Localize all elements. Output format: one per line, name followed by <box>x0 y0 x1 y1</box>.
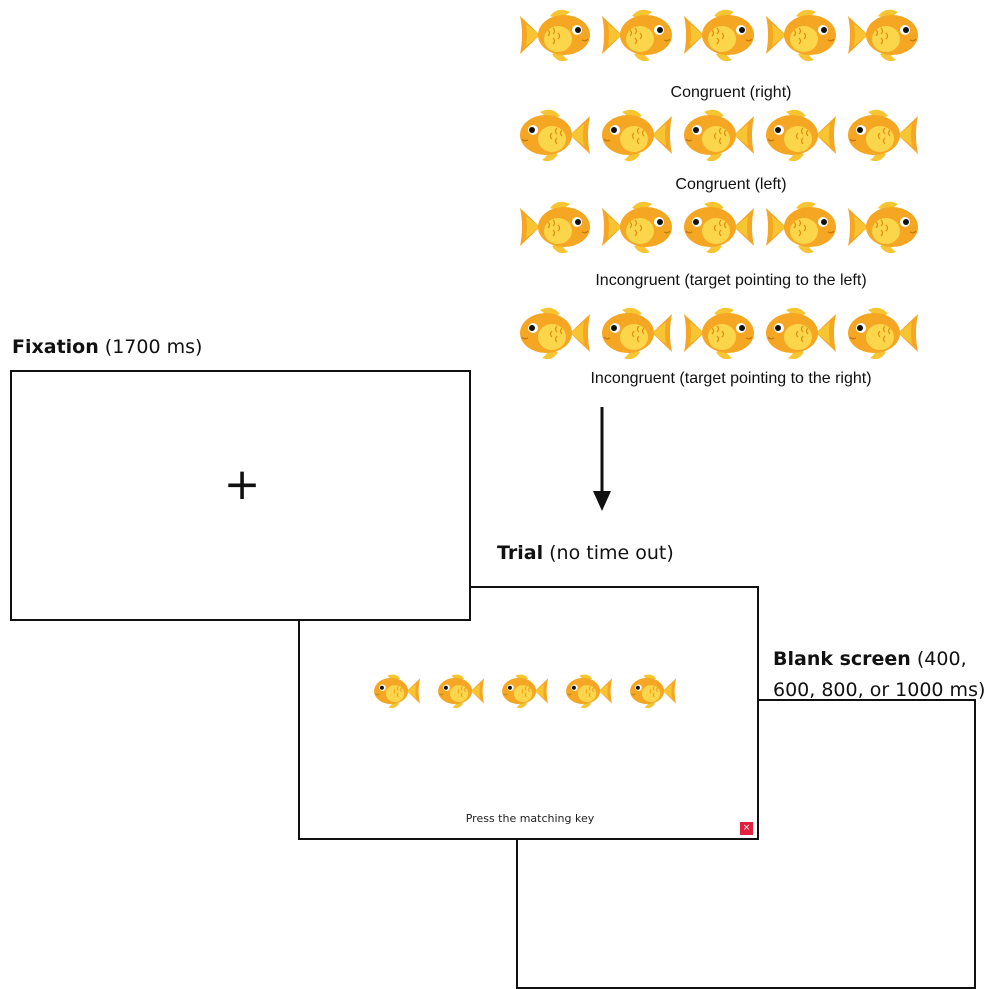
fish-left-icon <box>518 304 592 362</box>
fish-left-icon <box>436 672 486 710</box>
fixation-label: Fixation (1700 ms) <box>12 332 202 363</box>
condition-caption: Incongruent (target pointing to the left… <box>595 272 867 289</box>
fish-right-icon <box>601 201 673 254</box>
fish-left-icon <box>600 106 674 164</box>
fish-left-icon <box>682 198 756 256</box>
trial-duration: (no time out) <box>549 542 674 564</box>
condition-caption: Congruent (left) <box>675 176 787 193</box>
fish-left-icon <box>846 106 920 164</box>
fixation-cross: + <box>223 459 261 510</box>
fish-left-icon <box>500 672 550 710</box>
trial-screen-panel: Press the matching key × <box>298 586 759 840</box>
fish-left-icon <box>764 304 838 362</box>
fish-left-icon <box>564 672 614 710</box>
condition-caption: Congruent (right) <box>670 84 792 101</box>
fixation-screen-panel: + <box>10 370 471 621</box>
blank-title: Blank screen <box>773 648 911 670</box>
fish-right-icon <box>683 9 755 62</box>
trial-prompt: Press the matching key <box>465 812 595 825</box>
fish-right-icon <box>601 9 673 62</box>
fish-left-icon <box>518 106 592 164</box>
trial-title: Trial <box>497 542 544 564</box>
blank-label: Blank screen (400, 600, 800, or 1000 ms) <box>773 644 985 706</box>
fish-left-icon <box>764 106 838 164</box>
fixation-title: Fixation <box>12 336 99 358</box>
fish-right-icon <box>765 9 837 62</box>
blank-duration-line1: (400, <box>916 648 967 670</box>
fish-left-icon <box>600 304 674 362</box>
fish-right-icon <box>765 201 837 254</box>
fish-left-icon <box>628 672 678 710</box>
fish-left-icon <box>682 106 756 164</box>
fixation-duration: (1700 ms) <box>104 336 203 358</box>
fish-right-icon <box>519 9 591 62</box>
fish-left-icon <box>846 304 920 362</box>
fish-right-icon <box>683 307 755 360</box>
fish-right-icon <box>847 201 919 254</box>
fish-left-icon <box>372 672 422 710</box>
down-arrow <box>593 407 611 511</box>
fish-right-icon <box>847 9 919 62</box>
blank-duration-line2: 600, 800, or 1000 ms) <box>773 679 986 701</box>
trial-label: Trial (no time out) <box>497 538 674 569</box>
condition-caption: Incongruent (target pointing to the righ… <box>590 370 872 387</box>
fish-right-icon <box>519 201 591 254</box>
close-button[interactable]: × <box>740 822 753 835</box>
